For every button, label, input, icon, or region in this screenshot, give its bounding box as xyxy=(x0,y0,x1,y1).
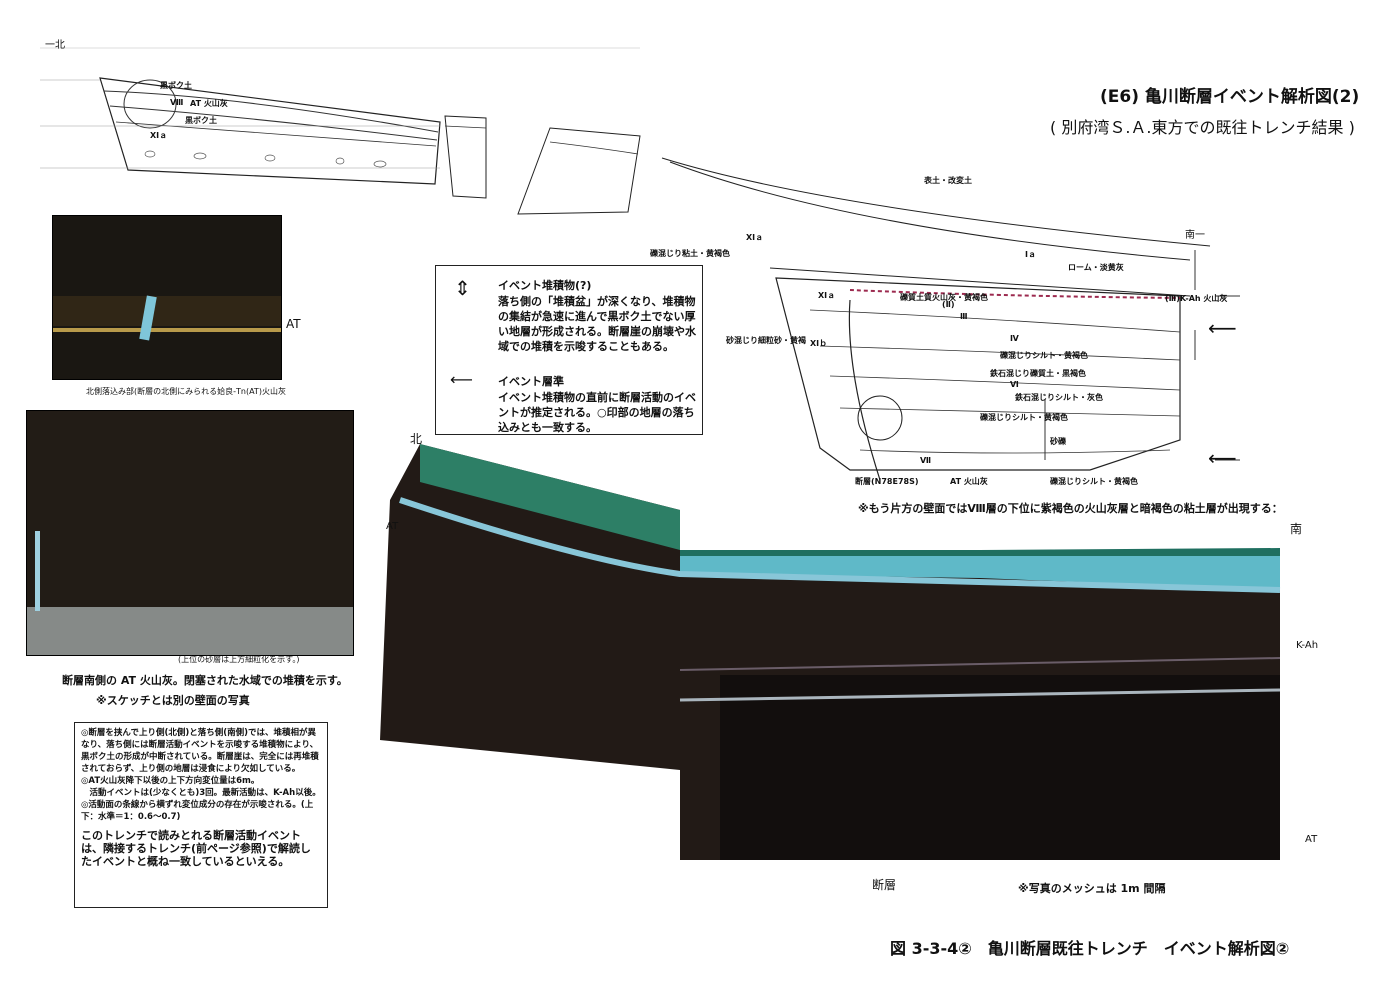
trench-panorama-photo xyxy=(380,444,1281,860)
event-deposit-desc: 落ち側の「堆積盆」が深くなり、堆積物の集結が急速に進んで黒ボク土でない厚い地層が… xyxy=(498,295,696,353)
layer-ii-label: (Ⅱ) xyxy=(942,300,955,309)
legend-box: ⇕ イベント堆積物(?) 落ち側の「堆積盆」が深くなり、堆積物の集結が急速に進ん… xyxy=(435,265,703,435)
layer-iv-label: Ⅳ xyxy=(1010,334,1019,343)
layer-vi-label: Ⅵ xyxy=(1010,380,1019,389)
rock-clay-label: 礫混じり粘土・黄褐色 xyxy=(650,249,730,258)
topsoil-label: 表土・改変土 xyxy=(924,176,972,185)
note-item: ◎AT火山灰降下以後の上下方向変位量は6m。 xyxy=(81,776,260,786)
layer-xia-label: XIａ xyxy=(818,291,836,300)
panorama-at-right: AT xyxy=(1305,834,1318,845)
double-arrow-icon: ⇕ xyxy=(454,276,471,300)
layer-xi: XIａ xyxy=(150,131,168,140)
page-subtitle: ( 別府湾Ｓ.Ａ.東方での既往トレンチ結果 ) xyxy=(1050,118,1355,137)
mesh-note: ※写真のメッシュは 1m 間隔 xyxy=(1018,882,1166,895)
gravel-tephra-label: 鉄石混じり礫質土・黒褐色 xyxy=(990,369,1086,378)
page-title: (E6) 亀川断層イベント解析図(2) xyxy=(1100,87,1360,107)
figure-caption: 図 3-3-4② 亀川断層既往トレンチ イベント解析図② xyxy=(890,939,1290,958)
arrow-left-icon: ⟵ xyxy=(450,370,473,389)
gravel-label: 砂礫 xyxy=(1050,437,1066,446)
layer-xia-upper-label: XIａ xyxy=(746,233,764,242)
silt-grey-label: 鉄石混じりシルト・灰色 xyxy=(1015,393,1103,402)
south-trench-sketch xyxy=(661,157,1240,481)
event-horizon-desc: イベント堆積物の直前に断層活動のイベントが推定される。○印部の地層の落ち込みとも… xyxy=(498,391,696,434)
note-item: ◎活動面の条線から横ずれ変位成分の存在が示唆される。(上下：水準＝1：0.6〜0… xyxy=(81,800,314,822)
photo-south-at xyxy=(26,410,354,656)
panorama-fault: 断層 xyxy=(872,878,897,892)
south-label: 南一 xyxy=(1185,230,1205,241)
wall-note: ※もう片方の壁面ではⅧ層の下位に紫褐色の火山灰層と暗褐色の粘土層が出現する： xyxy=(858,502,1283,515)
note-item: ◎断層を挟んで上り側(北側)と落ち側(南側)では、堆積相が異なり、落ち側には断層… xyxy=(81,728,319,774)
north-trench-sketch xyxy=(40,47,641,215)
silt-yellow2-label: 礫混じりシルト・黄褐色 xyxy=(980,413,1068,422)
layer-xib-label: XIｂ xyxy=(810,339,828,348)
event-deposit-title: イベント堆積物(?) xyxy=(498,279,592,292)
panorama-south: 南 xyxy=(1290,522,1303,536)
panorama-kah: K-Ah xyxy=(1296,640,1319,651)
event-horizon-title: イベント層準 xyxy=(498,375,564,388)
arrow-left-icon: ⟵ xyxy=(1208,316,1237,340)
fault-label: 断層(N78E78S) xyxy=(855,477,919,486)
notes-box: ◎断層を挟んで上り側(北側)と落ち側(南側)では、堆積相が異なり、落ち側には断層… xyxy=(74,722,328,908)
photo2-inner-caption: (上位の砂層は上方細粒化を示す。) xyxy=(178,655,300,664)
silt-yellow-label: 礫混じりシルト・黄褐色 xyxy=(1000,351,1088,360)
layer-kuroboku-lower: 黒ボク土 xyxy=(185,116,217,125)
photo2-note: ※スケッチとは別の壁面の写真 xyxy=(96,694,250,707)
north-label: 一北 xyxy=(45,40,65,51)
layer-kuroboku-upper: 黒ボク土 xyxy=(160,81,192,90)
notes-conclusion: このトレンチで読みとれる断層活動イベントは、隣接するトレンチ(前ページ参照)で解… xyxy=(81,829,311,868)
panorama-at-left: AT xyxy=(386,521,399,532)
kah-label: (Ⅲ)K-Ah 火山灰 xyxy=(1165,294,1228,303)
layer-iii-label: Ⅲ xyxy=(960,312,968,321)
layer-ia-label: Ⅰａ xyxy=(1025,250,1036,259)
kah-tephra-label: 礫質土質火山灰・黄褐色 xyxy=(900,293,988,302)
layer-viii: Ⅷ xyxy=(170,98,184,107)
photo-north-drop xyxy=(52,215,282,380)
photo2-caption: 断層南側の AT 火山灰。閉塞された水域での堆積を示す。 xyxy=(62,674,348,687)
silt-yellow3-label: 礫混じりシルト・黄褐色 xyxy=(1050,477,1138,486)
layer-at: AT 火山灰 xyxy=(190,99,228,108)
panorama-north: 北 xyxy=(410,432,423,446)
at-label: AT 火山灰 xyxy=(950,477,988,486)
note-item: 活動イベントは(少なくとも)3回。最新活動は、K-Ah以後。 xyxy=(81,788,321,798)
loam-label: ローム・淡黄灰 xyxy=(1068,263,1124,272)
photo1-at-label: AT xyxy=(286,317,301,331)
sandy-gravel-label: 砂混じり細粒砂・黄褐 xyxy=(726,336,806,345)
layer-vii-label: Ⅶ xyxy=(920,456,932,465)
photo1-caption: 北側落込み部(断層の北側にみられる姶良-Tn(AT)火山灰 xyxy=(86,387,286,396)
arrow-left-icon: ⟵ xyxy=(1208,446,1237,470)
